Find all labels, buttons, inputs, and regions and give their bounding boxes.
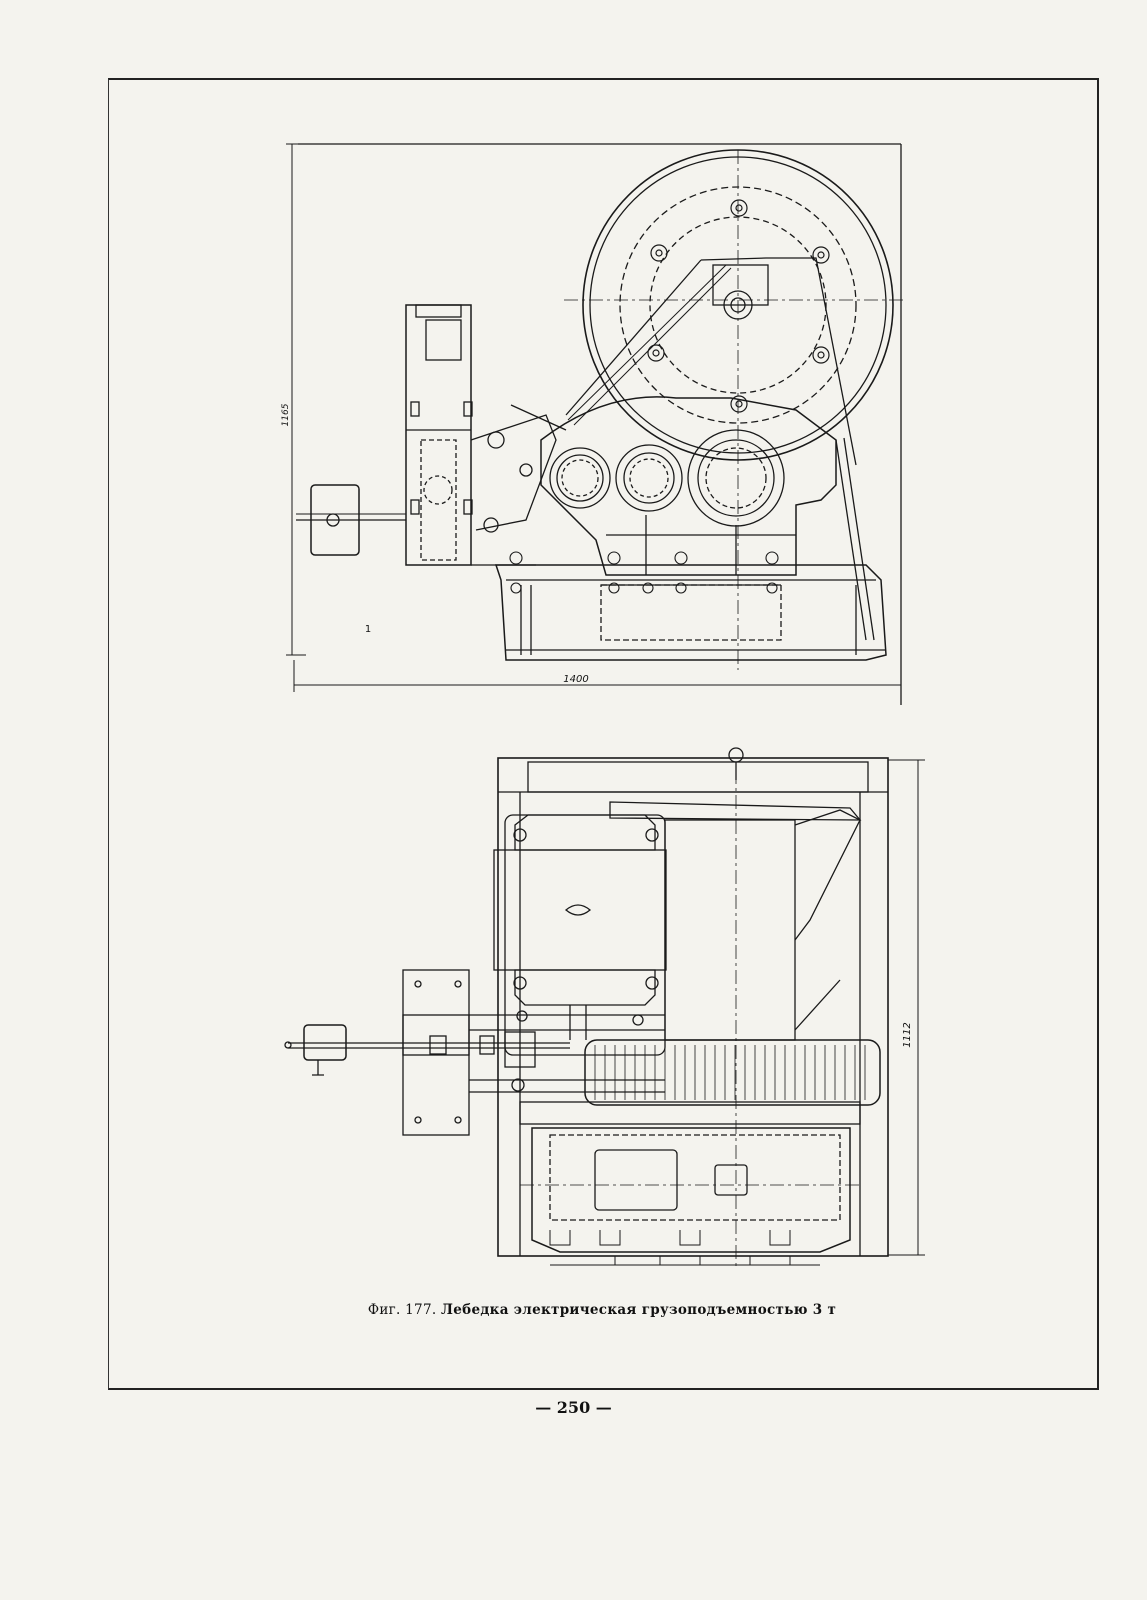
page-frame: [108, 78, 1099, 1390]
page-number-dash-right: —: [590, 1398, 612, 1417]
figure-title: Лебедка электрическая грузоподъемностью …: [441, 1302, 837, 1318]
part-label: 1: [365, 624, 371, 635]
figure-number: Фиг. 177.: [367, 1302, 437, 1318]
figure-caption: Фиг. 177. Лебедка электрическая грузопод…: [108, 1302, 1096, 1318]
page-number-value: 250: [556, 1398, 591, 1417]
depth-dimension-label: 1112: [902, 1022, 913, 1047]
width-dimension-label: 1400: [563, 674, 588, 685]
winch-side-view-drawing: 1165 1400 1: [276, 140, 916, 710]
height-dimension-label: 1165: [281, 403, 291, 426]
page-number-dash-left: —: [535, 1398, 557, 1417]
winch-top-view-drawing: 1112: [270, 740, 950, 1285]
page-number: — 250 —: [0, 1398, 1147, 1417]
